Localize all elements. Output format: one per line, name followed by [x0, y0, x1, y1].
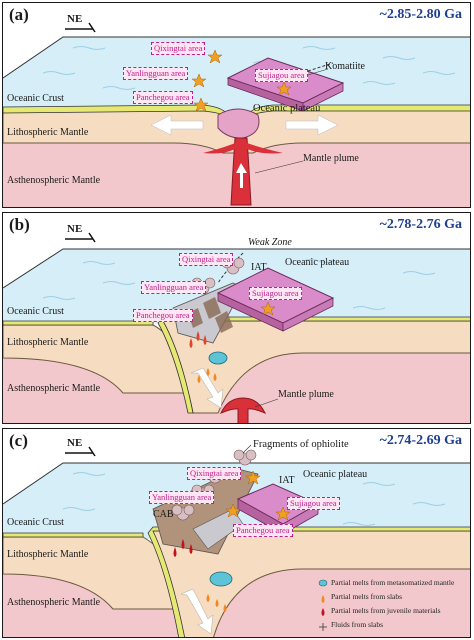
panel-a-area-sujiagou: Sujiagou area: [255, 69, 308, 82]
legend-slab-melts: Partial melts from slabs: [331, 592, 403, 601]
panel-c-diagram: [3, 429, 470, 637]
panel-a-oceanic-crust: Oceanic Crust: [7, 93, 64, 104]
panel-a-area-qixingtai: Qixingtai area: [151, 42, 206, 55]
panel-c-oceanic-crust: Oceanic Crust: [7, 517, 64, 528]
panel-c-label: (c): [9, 431, 28, 450]
panel-c-iat: IAT: [279, 475, 295, 486]
legend-metasomatized: Partial melts from metasomatized mantle: [331, 578, 455, 587]
panel-b-lithospheric-mantle: Lithospheric Mantle: [7, 337, 89, 348]
panel-c-asthenospheric-mantle: Asthenospheric Mantle: [7, 597, 101, 608]
panel-b-oceanic-plateau: Oceanic plateau: [285, 257, 350, 268]
area-stars: [260, 301, 276, 316]
panel-b-area-panchegou: Panchegou area: [133, 309, 193, 322]
panel-a-lithospheric-mantle: Lithospheric Mantle: [7, 127, 89, 138]
panel-a-diagram: [3, 3, 470, 207]
subduction-arrow: [180, 588, 214, 635]
melt-droplets: [173, 539, 233, 615]
panel-c-fragments: Fragments of ophiolite: [253, 439, 349, 450]
plume-head: [217, 108, 260, 139]
panel-b-ne: NE: [67, 223, 83, 235]
area-stars: [225, 470, 291, 521]
panel-a-age: ~2.85-2.80 Ga: [379, 7, 462, 22]
left-spreading-arrow: [150, 114, 204, 136]
panel-b-area-qixingtai: Qixingtai area: [179, 253, 234, 266]
panel-a: (a) ~2.85-2.80 Ga NE Qixingtai area Yanl…: [2, 2, 471, 208]
legend-fluids: Fluids from slabs: [331, 620, 384, 629]
panel-a-asthenospheric-mantle: Asthenospheric Mantle: [7, 175, 101, 186]
panel-c-lithospheric-mantle: Lithospheric Mantle: [7, 549, 89, 560]
panel-a-oceanic-plateau: Oceanic plateau: [253, 103, 321, 114]
panel-c-area-yanlingguan: Yanlingguan area: [149, 491, 215, 504]
panel-a-area-panchegou: Panchegou area: [133, 91, 193, 104]
panel-a-label: (a): [9, 5, 29, 24]
ocean-waves: [62, 472, 446, 526]
panel-b: (b) ~2.78-2.76 Ga NE Weak Zone Qixingtai…: [2, 212, 471, 424]
panel-b-weak-zone: Weak Zone: [248, 237, 292, 248]
panel-c-age: ~2.74-2.69 Ga: [379, 433, 462, 448]
panel-b-diagram: [3, 213, 470, 423]
panel-b-asthenospheric-mantle: Asthenospheric Mantle: [7, 383, 101, 394]
oceanic-crust: [3, 320, 154, 326]
panel-b-label: (b): [9, 215, 30, 234]
panel-c-oceanic-plateau: Oceanic plateau: [303, 469, 368, 480]
panel-b-area-sujiagou: Sujiagou area: [249, 287, 302, 300]
panel-a-ne: NE: [67, 13, 83, 25]
panel-c-area-panchegou: Panchegou area: [233, 524, 293, 537]
panel-a-komatiite: Komatiite: [325, 61, 365, 72]
panel-b-age: ~2.78-2.76 Ga: [379, 217, 462, 232]
panel-a-mantle-plume: Mantle plume: [303, 153, 359, 164]
panel-b-mantle-plume: Mantle plume: [278, 389, 334, 400]
legend-juvenile: Partial melts from juvenile materials: [331, 606, 441, 615]
panel-c-ne: NE: [67, 437, 83, 449]
subduction-arrow: [190, 367, 224, 409]
ocean-waves: [42, 259, 436, 310]
panel-c-cab: CAB: [153, 509, 174, 520]
ocean-waves: [42, 46, 456, 90]
legend-icons: [318, 579, 328, 631]
panel-b-oceanic-crust: Oceanic Crust: [7, 306, 64, 317]
panel-c: (c) ~2.74-2.69 Ga NE Fragments of ophiol…: [2, 428, 471, 638]
melt-droplets: [189, 331, 228, 383]
panel-c-area-qixingtai: Qixingtai area: [187, 467, 242, 480]
panel-c-area-sujiagou: Sujiagou area: [287, 497, 340, 510]
panel-a-area-yanlingguan: Yanlingguan area: [123, 67, 189, 80]
panel-b-iat: IAT: [251, 262, 267, 273]
mantle-plume: [220, 397, 266, 423]
oceanic-crust: [3, 532, 144, 538]
area-stars: [191, 49, 292, 112]
panel-b-area-yanlingguan: Yanlingguan area: [141, 281, 207, 294]
right-spreading-arrow: [285, 114, 339, 136]
